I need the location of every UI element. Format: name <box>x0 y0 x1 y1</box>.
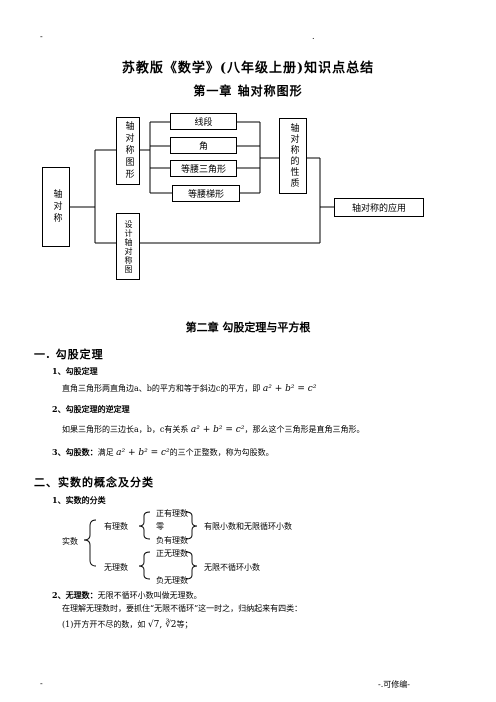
header-mark-left: - <box>40 32 43 41</box>
tree-positive-irrational: 正无理数 <box>156 549 188 558</box>
subsection-real-classification: 1、实数的分类 <box>52 495 106 505</box>
converse-formula: a² + b² = c² <box>190 425 245 435</box>
irrational-explanation: 在理解无理数时，要抓住“无限不循环”这一时之，归纳起来有四类： <box>62 604 303 613</box>
pythagorean-theorem-statement: 直角三角形两直角边a、b的平方和等于斜边c的平方，即 <box>62 384 261 393</box>
leaf-isosceles-triangle: 等腰三角形 <box>170 160 237 177</box>
chapter2-title: 第二章 勾股定理与平方根 <box>185 321 311 334</box>
section-real-numbers: 二、实数的概念及分类 <box>34 476 154 489</box>
tree-rational-note: 有限小数和无限循环小数 <box>204 522 292 531</box>
irrational-example-formula: √7, ∛2 <box>147 620 177 630</box>
tree-zero: 零 <box>156 522 164 531</box>
leaf-isosceles-trapezoid: 等腰梯形 <box>172 185 240 202</box>
footer-editable-note: -.可修编- <box>378 680 410 689</box>
pythagorean-triple-formula: a² + b² = c² <box>116 448 170 458</box>
chapter1-title: 第一章 轴对称图形 <box>193 84 303 98</box>
pythagorean-formula: a² + b² = c² <box>262 384 317 394</box>
section-pythagorean: 一. 勾股定理 <box>34 348 104 361</box>
converse-theorem-conclusion: ，那么这个三角形是直角三角形。 <box>244 425 365 434</box>
subsection-converse-theorem: 2、勾股定理的逆定理 <box>52 404 130 414</box>
irrational-example-line: (1)开方开不尽的数，如 √7, ∛2等； <box>62 619 193 630</box>
irrational-definition-text: 无限不循环小数叫做无理数。 <box>97 591 202 600</box>
document-title: 苏教版《数学》(八年级上册)知识点总结 <box>121 61 375 76</box>
subsection-pythagorean-theorem: 1、勾股定理 <box>52 366 98 376</box>
leaf-segment: 线段 <box>170 113 237 130</box>
node-design-figure: 设计轴对称图 <box>116 213 140 280</box>
pythagorean-triple-definition: 的三个正整数，称为勾股数。 <box>169 448 274 457</box>
footer-mark-left: - <box>40 679 43 688</box>
irrational-definition: 2、无理数：无限不循环小数叫做无理数。 <box>52 590 202 601</box>
tree-positive-rational: 正有理数 <box>156 509 188 518</box>
tree-negative-rational: 负有理数 <box>156 536 188 545</box>
node-symmetry-property: 轴对称的性质 <box>279 118 307 194</box>
tree-rational: 有理数 <box>104 522 128 531</box>
tree-irrational-note: 无限不循环小数 <box>204 563 260 572</box>
irrational-example-tail: 等； <box>176 620 193 629</box>
pythagorean-triple-label: 3、勾股数： <box>52 447 98 457</box>
converse-theorem-statement: 如果三角形的三边长a，b，c有关系 <box>62 425 189 434</box>
converse-theorem-text: 如果三角形的三边长a，b，c有关系 a² + b² = c²，那么这个三角形是直… <box>62 424 364 435</box>
pythagorean-triple-pre: 满足 <box>97 448 114 457</box>
irrational-example-text: (1)开方开不尽的数，如 <box>62 620 146 629</box>
header-mark-right: . <box>312 32 315 41</box>
pythagorean-theorem-text: 直角三角形两直角边a、b的平方和等于斜边c的平方，即 a² + b² = c² <box>62 383 316 394</box>
tree-irrational: 无理数 <box>104 563 128 572</box>
leaf-angle: 角 <box>170 137 237 154</box>
pythagorean-triple-text: 3、勾股数：满足 a² + b² = c²的三个正整数，称为勾股数。 <box>52 447 274 458</box>
tree-real-numbers: 实数 <box>62 537 78 546</box>
node-axial-symmetry: 轴对称 <box>42 167 70 247</box>
tree-negative-irrational: 负无理数 <box>156 576 188 585</box>
node-symmetric-figure: 轴对称图形 <box>116 117 140 185</box>
node-symmetry-application: 轴对称的应用 <box>334 198 424 217</box>
irrational-label: 2、无理数： <box>52 590 98 600</box>
